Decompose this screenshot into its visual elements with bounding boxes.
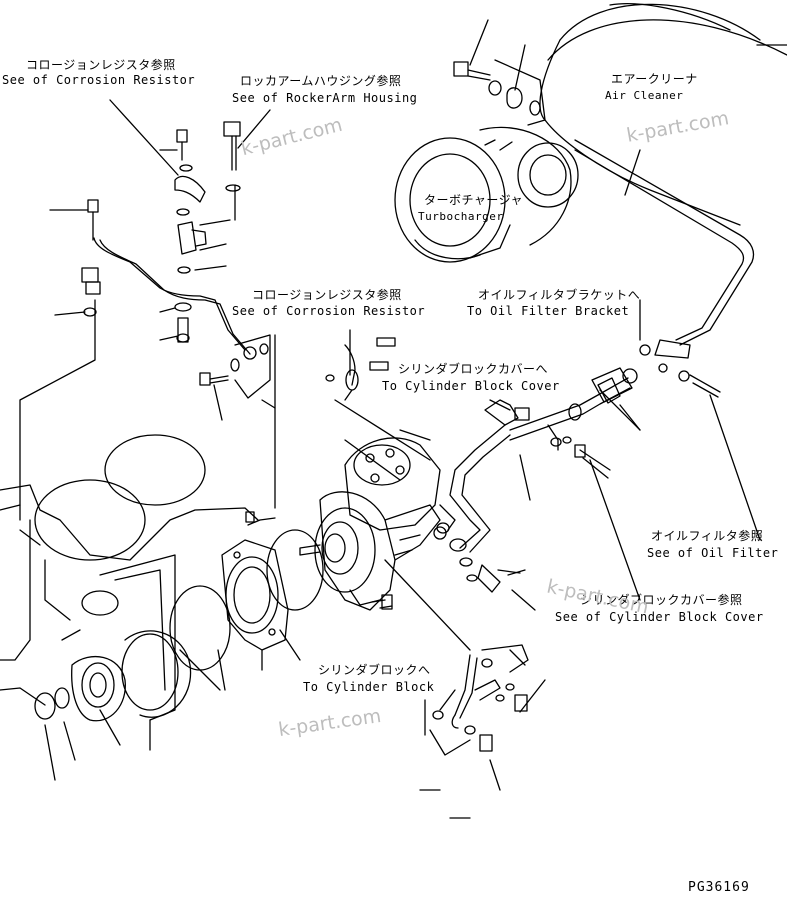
misc-fittings	[433, 399, 530, 576]
label-turbocharger-en: Turbocharger	[418, 210, 504, 223]
corrosion-resistor-fitting	[325, 337, 396, 401]
label-corrosion-resistor-2-en: See of Corrosion Resistor	[232, 304, 426, 318]
label-turbocharger-jp: ターボチャージャ	[424, 193, 524, 207]
label-cyl-block-to-en: To Cylinder Block	[303, 680, 435, 694]
turbocharger	[394, 126, 579, 263]
label-corrosion-resistor-1-jp: コロージョンレジスタ参照	[26, 58, 176, 72]
air-compressor	[299, 437, 456, 611]
annotation-leaders	[424, 149, 761, 736]
top-right-fittings	[453, 19, 546, 126]
cylinder-block-cover-pipe	[449, 368, 641, 593]
label-cyl-block-cover-to-en: To Cylinder Block Cover	[382, 379, 560, 393]
label-cyl-block-to-jp: シリンダブロックへ	[318, 663, 431, 677]
label-corrosion-resistor-2-jp: コロージョンレジスタ参照	[252, 288, 402, 302]
label-cyl-block-cover-see-jp: シリンダブロックカバー参照	[580, 593, 743, 607]
cylinder-block-pipe	[419, 644, 546, 819]
center-left-fittings	[199, 334, 276, 421]
label-oil-filter-see-en: See of Oil Filter	[647, 546, 779, 560]
label-air-cleaner-jp: エアークリーナ	[611, 72, 698, 86]
label-cyl-block-cover-see-en: See of Cylinder Block Cover	[555, 610, 764, 624]
label-oil-filter-see-jp: オイルフィルタ参照	[651, 529, 764, 543]
oil-pipe-right	[574, 139, 755, 398]
top-left-fittings	[81, 121, 269, 360]
label-rocker-arm-jp: ロッカアームハウジング参照	[240, 74, 402, 88]
label-oil-filter-bracket-jp: オイルフィルタブラケットへ	[478, 288, 641, 302]
label-corrosion-resistor-1-en: See of Corrosion Resistor	[2, 73, 196, 87]
drawing-code: PG36169	[688, 880, 750, 895]
engine-block	[0, 299, 259, 751]
label-cyl-block-cover-to-jp: シリンダブロックカバーへ	[398, 362, 549, 376]
air-cleaner	[539, 3, 787, 226]
adapter-plate	[221, 511, 289, 651]
label-rocker-arm-en: See of RockerArm Housing	[232, 91, 418, 105]
label-oil-filter-bracket-en: To Oil Filter Bracket	[467, 304, 630, 318]
leader-lines-top-left	[49, 99, 271, 341]
leader-lines-compressor	[44, 329, 471, 781]
label-air-cleaner-en: Air Cleaner	[605, 89, 684, 102]
oil-filter-sleeve	[591, 367, 641, 431]
